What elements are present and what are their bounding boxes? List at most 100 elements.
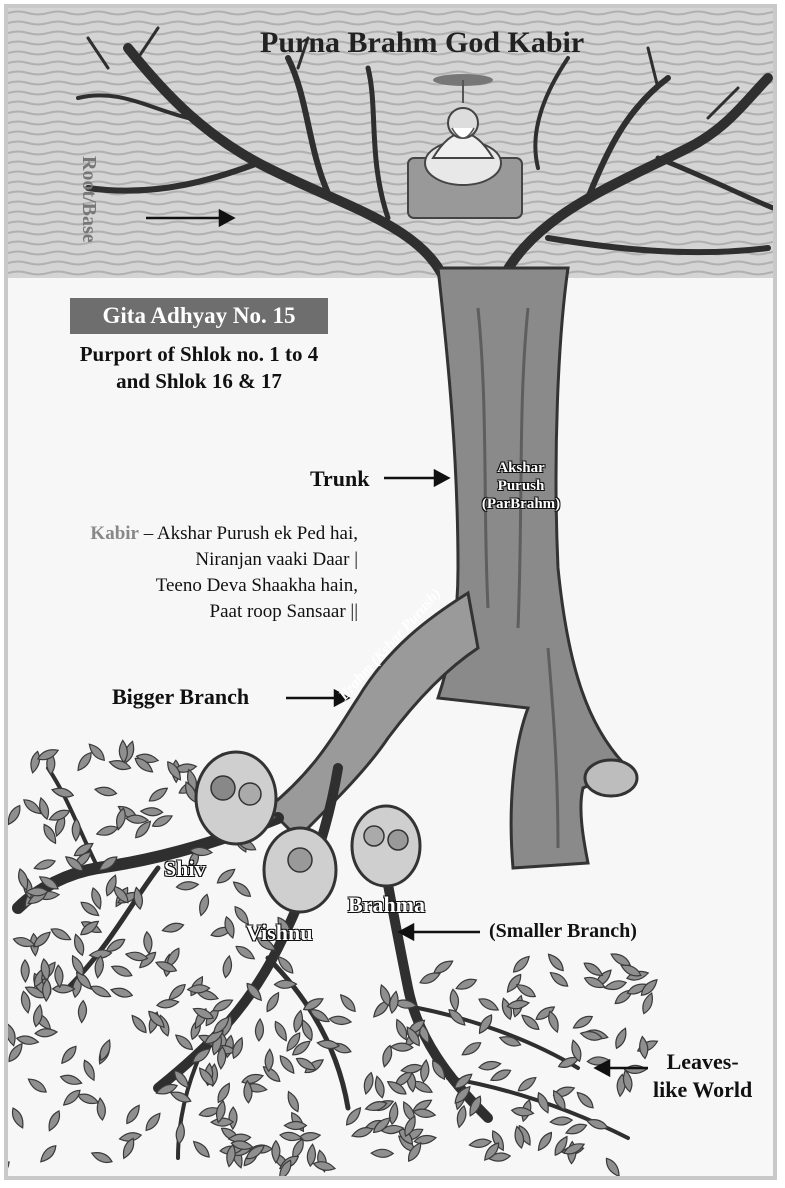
leaf bbox=[469, 1138, 492, 1149]
leaf bbox=[46, 1109, 63, 1132]
leaf bbox=[54, 965, 64, 988]
leaf bbox=[94, 785, 117, 797]
leaf bbox=[8, 1159, 12, 1176]
leaf bbox=[477, 996, 500, 1014]
shiv-label: Shiv bbox=[164, 856, 206, 882]
leaf bbox=[546, 952, 567, 974]
couplet-line-4: Paat roop Sansaar || bbox=[46, 599, 358, 625]
couplet-line-2: Niranjan vaaki Daar | bbox=[46, 547, 358, 573]
bigger-branch-label: Bigger Branch bbox=[112, 684, 249, 710]
kabir-couplet: Kabir – Akshar Purush ek Ped hai, Niranj… bbox=[46, 521, 358, 625]
diagram-title: Purna Brahm God Kabir bbox=[260, 26, 584, 60]
couplet-line-1-text: – Akshar Purush ek Ped hai, bbox=[139, 523, 358, 544]
leaf bbox=[38, 1143, 59, 1165]
leaf bbox=[143, 1111, 163, 1133]
leaf bbox=[110, 986, 133, 999]
leaf bbox=[143, 931, 153, 954]
leaf bbox=[478, 1060, 501, 1072]
leaf bbox=[197, 893, 211, 916]
leaf bbox=[8, 804, 23, 827]
couplet-line-1: Kabir – Akshar Purush ek Ped hai, bbox=[46, 521, 358, 547]
leaf bbox=[222, 955, 234, 978]
leaves-line-2: like World bbox=[653, 1076, 752, 1104]
purport-line-2: and Shlok 16 & 17 bbox=[44, 368, 354, 395]
purport-line-1: Purport of Shlok no. 1 to 4 bbox=[44, 341, 354, 368]
leaf bbox=[255, 1019, 264, 1041]
trunk-cut-end bbox=[585, 760, 637, 796]
leaf bbox=[211, 1118, 233, 1126]
leaf bbox=[81, 1059, 98, 1082]
leaf bbox=[176, 880, 199, 891]
leaf bbox=[166, 982, 188, 1003]
leaf bbox=[455, 976, 478, 992]
leaf bbox=[26, 1076, 49, 1095]
leaf bbox=[420, 1060, 431, 1083]
leaf bbox=[129, 1013, 149, 1035]
leaves-line-1: Leaves- bbox=[653, 1048, 752, 1076]
leaf bbox=[35, 1028, 58, 1038]
leaf bbox=[582, 960, 605, 979]
leaf bbox=[161, 921, 184, 934]
leaf bbox=[59, 1044, 79, 1066]
leaf bbox=[191, 1139, 212, 1160]
leaf bbox=[96, 824, 119, 838]
brahma-medallion bbox=[352, 806, 420, 886]
leaf bbox=[124, 1103, 143, 1126]
akshar-line-3: (ParBrahm) bbox=[476, 495, 566, 513]
leaf bbox=[313, 1160, 336, 1173]
leaf bbox=[550, 1116, 573, 1126]
leaf bbox=[59, 1073, 82, 1087]
leaf bbox=[21, 960, 29, 982]
leaf bbox=[275, 954, 296, 976]
leaf bbox=[231, 879, 253, 899]
leaf bbox=[449, 989, 460, 1012]
couplet-author: Kabir bbox=[90, 523, 139, 544]
diagram-frame: Purna Brahm God Kabir Root/Base Gita Adh… bbox=[4, 4, 777, 1180]
leaf bbox=[613, 1027, 629, 1050]
bigger-branch bbox=[268, 593, 478, 838]
root-base-label: Root/Base bbox=[77, 156, 100, 243]
leaf bbox=[272, 1020, 290, 1043]
vishnu-label: Vishnu bbox=[246, 920, 312, 946]
leaf bbox=[638, 1036, 649, 1059]
akshar-line-2: Purush bbox=[476, 477, 566, 495]
leaf bbox=[29, 751, 42, 774]
leaf bbox=[76, 1091, 99, 1106]
leaf bbox=[72, 933, 86, 956]
leaf bbox=[511, 954, 532, 975]
gita-adhyay-badge: Gita Adhyay No. 15 bbox=[70, 298, 328, 334]
leaf bbox=[535, 1130, 554, 1153]
leaf bbox=[264, 991, 282, 1014]
leaf bbox=[8, 1023, 18, 1046]
leaf bbox=[277, 1053, 297, 1075]
leaf bbox=[234, 943, 257, 962]
leaf bbox=[284, 1122, 306, 1130]
brahma-label: Brahma bbox=[348, 892, 425, 918]
leaf bbox=[516, 1074, 538, 1094]
smaller-branch-label: (Smaller Branch) bbox=[489, 920, 637, 943]
leaf bbox=[571, 1013, 594, 1031]
leaf bbox=[388, 991, 400, 1014]
leaf bbox=[548, 969, 570, 989]
trunk-label: Trunk bbox=[310, 466, 370, 492]
leaf bbox=[460, 1039, 483, 1058]
leaf bbox=[147, 785, 170, 804]
leaf bbox=[609, 951, 632, 969]
leaf bbox=[78, 1000, 88, 1023]
leaf bbox=[574, 1090, 595, 1111]
leaf bbox=[90, 1149, 113, 1165]
leaf bbox=[33, 857, 56, 872]
leaf bbox=[49, 926, 72, 943]
leaf bbox=[156, 998, 179, 1009]
leaf bbox=[279, 1131, 302, 1142]
leaf bbox=[371, 1149, 393, 1157]
leaf bbox=[110, 963, 133, 979]
leaf bbox=[51, 786, 74, 799]
leaves-world-label: Leaves- like World bbox=[653, 1048, 752, 1104]
leaf bbox=[362, 1072, 375, 1095]
leaf bbox=[89, 983, 112, 1000]
leaf bbox=[141, 807, 163, 816]
leaf bbox=[72, 819, 81, 841]
leaf bbox=[603, 1156, 622, 1176]
couplet-line-3: Teeno Deva Shaakha hain, bbox=[46, 573, 358, 599]
